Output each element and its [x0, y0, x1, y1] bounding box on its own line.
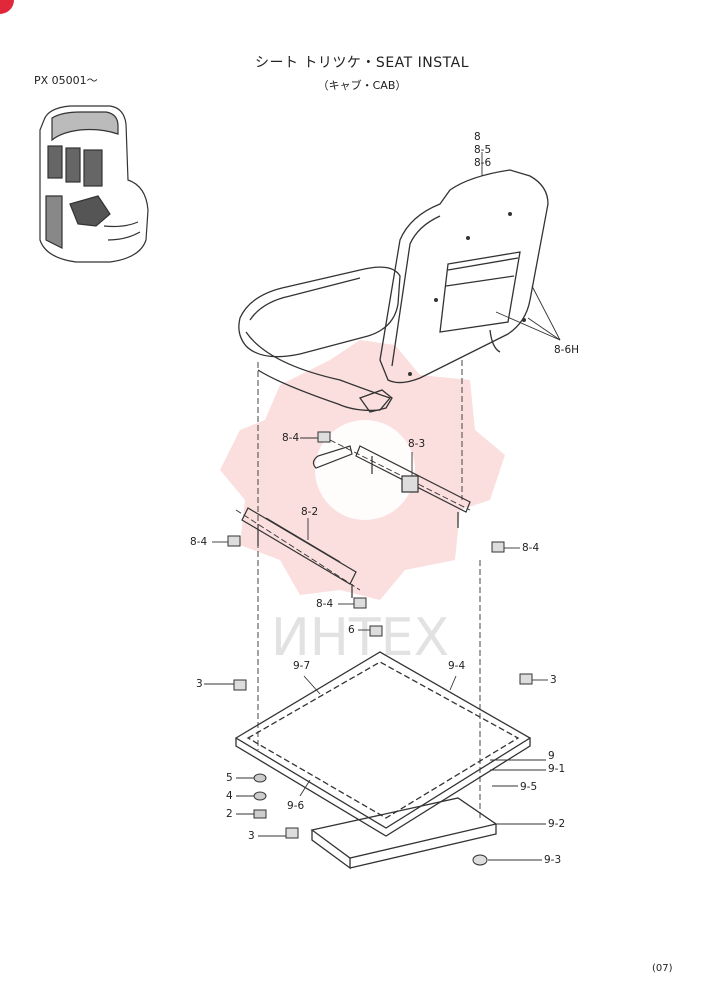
callout-8-3: 8-3	[408, 438, 426, 450]
callout-9-7: 9-7	[293, 660, 311, 672]
callout-9-6: 9-6	[287, 800, 305, 812]
callout-9-3: 9-3	[544, 854, 562, 866]
callout-3-right: 3	[550, 674, 557, 686]
callout-9-4: 9-4	[448, 660, 466, 672]
callout-8-2: 8-2	[301, 506, 319, 518]
callout-8-5: 8-5	[474, 144, 492, 156]
callout-9-5: 9-5	[520, 781, 538, 793]
bolts	[227, 431, 533, 839]
cab-thumbnail-icon	[39, 105, 149, 263]
cap	[472, 854, 488, 866]
page-number: (07)	[652, 963, 673, 974]
callout-2: 2	[226, 808, 233, 820]
slide-rail-right	[312, 445, 471, 528]
callout-9: 9	[548, 750, 555, 762]
callout-8-6: 8-6	[474, 157, 492, 169]
callout-9-2: 9-2	[548, 818, 566, 830]
callout-6: 6	[348, 624, 355, 636]
callout-8-4-right: 8-4	[522, 542, 540, 554]
callout-8-4-top: 8-4	[282, 432, 300, 444]
callout-9-1: 9-1	[548, 763, 566, 775]
seat-cushion	[238, 266, 401, 412]
serial-range: PX 05001～	[34, 74, 98, 87]
callout-8-4-left: 8-4	[190, 536, 208, 548]
callout-4: 4	[226, 790, 233, 802]
backrest-holes	[408, 212, 526, 376]
slide-rail-left	[241, 507, 357, 598]
callout-5: 5	[226, 772, 233, 784]
washers	[253, 773, 267, 819]
diagram-title: シート トリツケ・SEAT INSTAL	[254, 55, 469, 71]
callout-8: 8	[474, 131, 481, 143]
mounting-plate	[234, 651, 532, 837]
callout-8-6h: 8-6H	[554, 344, 580, 356]
callout-3-bottom: 3	[248, 830, 255, 842]
watermark-text: ИНТЕХ	[271, 608, 449, 668]
callout-3-left: 3	[196, 678, 203, 690]
leader-8-6h	[481, 152, 561, 341]
seat-backrest	[358, 169, 549, 413]
leader-lines	[204, 437, 548, 861]
diagram-subtitle: （キャブ・CAB）	[317, 79, 407, 92]
callout-8-4-bottom: 8-4	[316, 598, 334, 610]
